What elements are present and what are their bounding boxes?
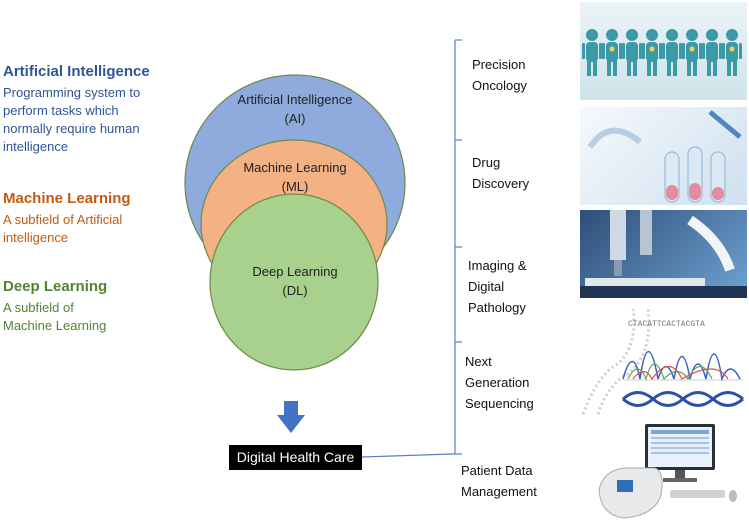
app-label-ngs: Next Generation Sequencing (465, 351, 534, 414)
definition-ai-title: Artificial Intelligence (3, 63, 150, 80)
computer-device-icon (595, 420, 747, 522)
dl-circle-label: Deep Learning (DL) (220, 262, 370, 300)
app-label-drug-discovery: Drug Discovery (472, 152, 529, 194)
app-label-line: Pathology (468, 300, 526, 315)
app-label-line: Imaging & (468, 258, 527, 273)
dl-circle-label-line: Deep Learning (252, 264, 338, 279)
app-label-precision-oncology: Precision Oncology (472, 54, 527, 96)
test-tubes-icon (580, 107, 747, 205)
definition-ml-line: intelligence (3, 230, 69, 245)
app-label-line: Sequencing (465, 396, 534, 411)
definition-ml-title: Machine Learning (3, 190, 131, 207)
app-label-line: Patient Data (461, 463, 533, 478)
dna-sequence-icon: CTACATTCACTACGTA (578, 304, 747, 416)
app-label-line: Management (461, 484, 537, 499)
ai-circle-label-line: Artificial Intelligence (237, 92, 353, 107)
dl-circle (209, 193, 379, 371)
definition-ai-line: Programming system to (3, 85, 141, 100)
dl-circle-label-line: (DL) (282, 283, 308, 298)
app-label-line: Oncology (472, 78, 527, 93)
definition-ai: Artificial Intelligence Programming syst… (3, 63, 150, 156)
app-label-line: Digital (468, 279, 505, 294)
digital-health-care-box: Digital Health Care (229, 445, 362, 470)
connector-line (361, 453, 453, 458)
microscope-icon (580, 210, 747, 298)
sequence-text: CTACATTCACTACGTA (628, 320, 705, 329)
app-label-line: Precision (472, 57, 526, 72)
app-label-line: Next (465, 354, 492, 369)
ml-circle-label: Machine Learning (ML) (220, 158, 370, 196)
definition-dl-title: Deep Learning (3, 278, 108, 295)
app-label-imaging: Imaging & Digital Pathology (468, 255, 527, 318)
definition-dl: Deep Learning A subfield of Machine Lear… (3, 278, 107, 335)
people-icon (580, 2, 747, 100)
app-label-patient-data: Patient Data Management (461, 460, 537, 502)
app-label-line: Drug (472, 155, 501, 170)
ai-circle-label-line: (AI) (284, 111, 306, 126)
definition-ml-line: A subfield of Artificial (3, 212, 123, 227)
down-arrow-icon (277, 401, 305, 433)
app-label-line: Generation (465, 375, 530, 390)
definition-ai-line: intelligence (3, 139, 69, 154)
definition-ai-line: normally require human (3, 121, 140, 136)
app-label-line: Discovery (472, 176, 530, 191)
ml-circle-label-line: Machine Learning (243, 160, 347, 175)
definition-ai-line: perform tasks which (3, 103, 119, 118)
definition-dl-line: Machine Learning (3, 318, 107, 333)
ai-circle-label: Artificial Intelligence (AI) (220, 90, 370, 128)
definition-ml: Machine Learning A subfield of Artificia… (3, 190, 131, 247)
definition-dl-line: A subfield of (3, 300, 74, 315)
ml-circle-label-line: (ML) (281, 179, 309, 194)
